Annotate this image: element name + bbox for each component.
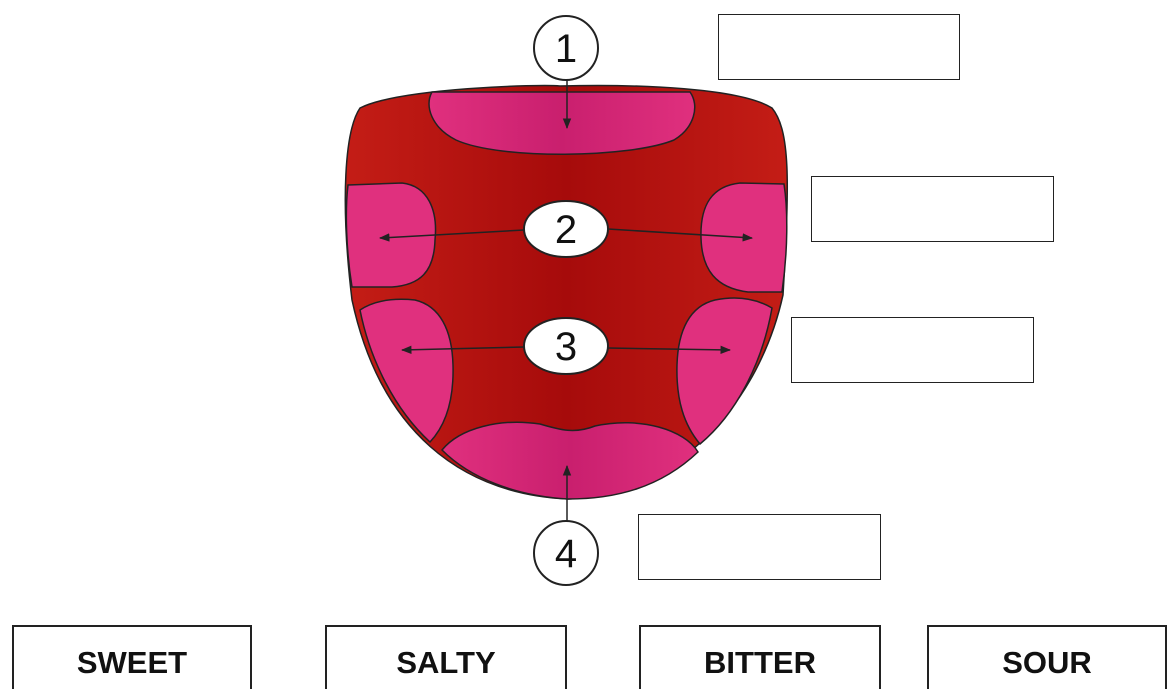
taste-card-sour[interactable]: SOUR <box>927 625 1167 689</box>
callout-2: 2 <box>523 200 609 258</box>
callout-3-circle <box>523 317 609 375</box>
zone-3-right <box>676 297 773 446</box>
arrow-3-right <box>607 345 732 355</box>
callout-4-circle <box>533 520 599 586</box>
answer-box-4[interactable] <box>638 514 881 580</box>
taste-card-bitter[interactable]: BITTER <box>639 625 881 689</box>
zone-3-left <box>359 298 454 444</box>
taste-card-salty[interactable]: SALTY <box>325 625 567 689</box>
tongue-body <box>344 84 789 500</box>
answer-box-1[interactable] <box>718 14 960 80</box>
callout-4-label: 4 <box>555 532 577 576</box>
answer-box-2[interactable] <box>811 176 1054 242</box>
taste-card-sweet[interactable]: SWEET <box>12 625 252 689</box>
callout-2-circle <box>523 200 609 258</box>
zone-4 <box>440 421 699 500</box>
zone-1 <box>428 91 696 155</box>
callout-3-label: 3 <box>555 325 577 369</box>
arrow-3-left <box>400 345 525 354</box>
callout-3: 3 <box>523 317 609 375</box>
arrow-2-right <box>607 228 754 242</box>
callout-4: 4 <box>533 520 599 586</box>
callout-1-circle <box>533 15 599 81</box>
callout-1: 1 <box>533 15 599 81</box>
callout-2-label: 2 <box>555 208 577 252</box>
callout-1-label: 1 <box>555 27 577 71</box>
zone-2-left <box>345 182 437 288</box>
answer-box-3[interactable] <box>791 317 1034 383</box>
arrow-2-left <box>378 229 525 242</box>
